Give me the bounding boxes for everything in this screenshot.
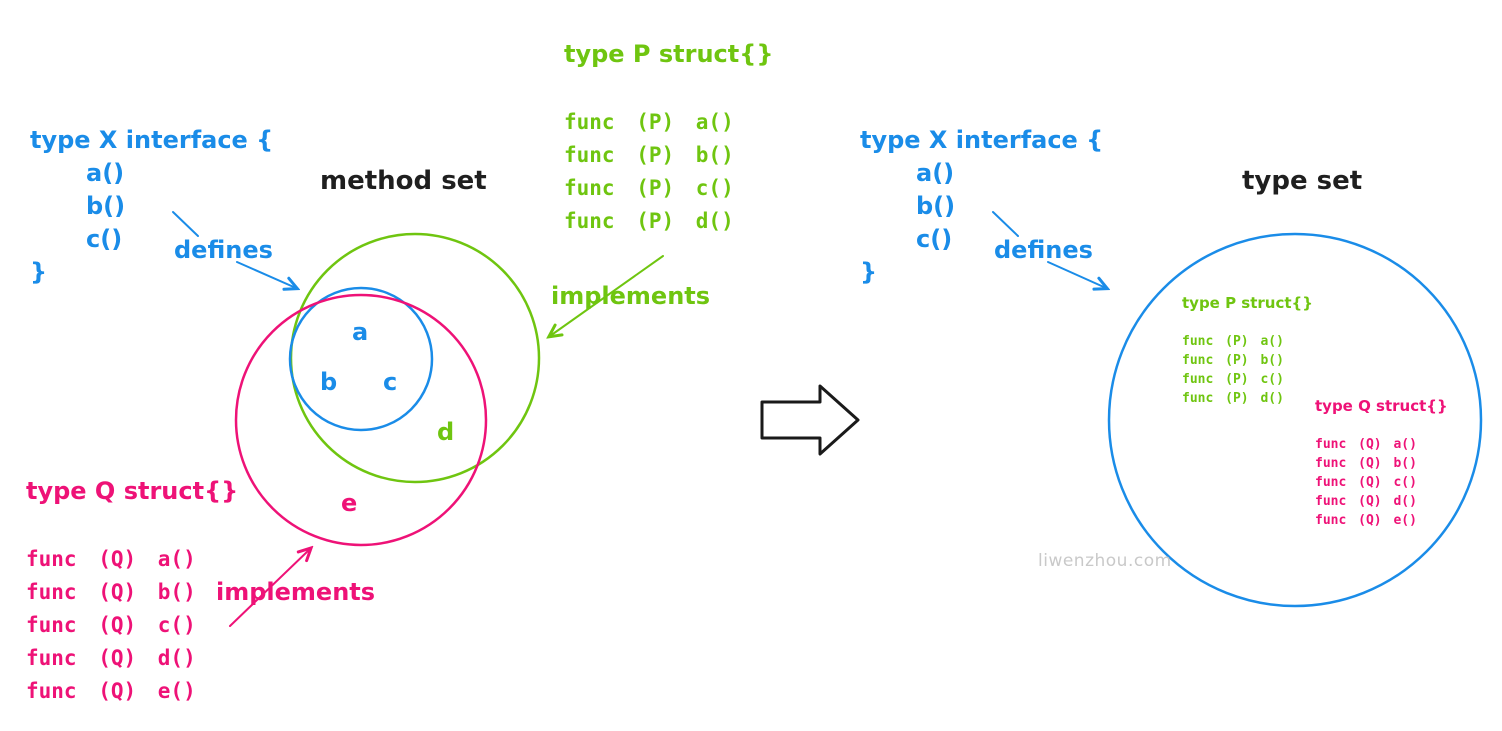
p-func-list: func (P) a() func (P) b() func (P) c() f… (564, 106, 734, 238)
q-func-e: func (Q) e() (26, 679, 196, 703)
interface-close-line: } (860, 258, 878, 286)
defines-tick-left (172, 211, 199, 237)
p-func-a: func (P) a() (564, 110, 734, 134)
q-func-list: func (Q) a() func (Q) b() func (Q) c() f… (26, 543, 196, 708)
implements-label-pink: implements (216, 578, 376, 606)
q-func-b: func (Q) b() (26, 580, 196, 604)
defines-label-left: defines (174, 236, 273, 264)
interface-method-b: b() (916, 192, 956, 220)
interface-open-line: type X interface { (860, 126, 1104, 154)
q-func-d: func (Q) d() (26, 646, 196, 670)
implements-arrow-green (550, 255, 664, 336)
interface-open-line: type X interface { (30, 126, 274, 154)
implements-arrow-pink (229, 549, 310, 627)
p-func-c: func (P) c() (564, 176, 734, 200)
type-set-circle (1107, 232, 1483, 608)
venn-circle-type-p (289, 232, 541, 484)
interface-method-b: b() (86, 192, 126, 220)
interface-method-c: c() (86, 225, 123, 253)
venn-member-e: e (341, 489, 358, 517)
q-func-c: func (Q) c() (26, 613, 196, 637)
typeset-q-func-d: func (Q) d() (1315, 494, 1417, 509)
p-func-b: func (P) b() (564, 143, 734, 167)
defines-label-right: defines (994, 236, 1093, 264)
interface-method-c: c() (916, 225, 953, 253)
typeset-q-func-c: func (Q) c() (1315, 475, 1417, 490)
typeset-p-title: type P struct{} (1182, 294, 1313, 312)
interface-method-a: a() (86, 159, 125, 187)
venn-circle-type-q (234, 293, 488, 547)
venn-member-d: d (437, 418, 455, 446)
venn-circle-interface-x (288, 286, 434, 432)
defines-tick-right (992, 211, 1019, 237)
q-func-a: func (Q) a() (26, 547, 196, 571)
interface-declaration-right: type X interface { a() b() c() } (860, 124, 1103, 289)
interface-method-a: a() (916, 159, 955, 187)
typeset-p-func-c: func (P) c() (1182, 372, 1284, 387)
interface-declaration-left: type X interface { a() b() c() } (30, 124, 273, 289)
typeset-q-title: type Q struct{} (1315, 397, 1448, 415)
transform-arrow (760, 384, 860, 456)
typeset-p-func-d: func (P) d() (1182, 391, 1284, 406)
typeset-p-func-b: func (P) b() (1182, 353, 1284, 368)
typeset-q-func-e: func (Q) e() (1315, 513, 1417, 528)
defines-arrow-left (236, 261, 296, 288)
typeset-q-func-list: func (Q) a() func (Q) b() func (Q) c() f… (1315, 435, 1417, 530)
typeset-q-func-b: func (Q) b() (1315, 456, 1417, 471)
venn-member-c: c (383, 368, 398, 396)
implements-label-green: implements (551, 282, 711, 310)
method-set-title: method set (320, 166, 487, 196)
p-struct-title: type P struct{} (564, 40, 774, 68)
type-set-title: type set (1242, 166, 1363, 196)
q-struct-title: type Q struct{} (26, 477, 239, 505)
typeset-p-func-a: func (P) a() (1182, 334, 1284, 349)
watermark: liwenzhou.com (1038, 551, 1172, 571)
typeset-q-func-a: func (Q) a() (1315, 437, 1417, 452)
interface-close-line: } (30, 258, 48, 286)
defines-arrow-right (1047, 261, 1106, 288)
venn-member-b: b (320, 368, 338, 396)
venn-member-a: a (352, 318, 369, 346)
p-func-d: func (P) d() (564, 209, 734, 233)
typeset-p-func-list: func (P) a() func (P) b() func (P) c() f… (1182, 332, 1284, 408)
